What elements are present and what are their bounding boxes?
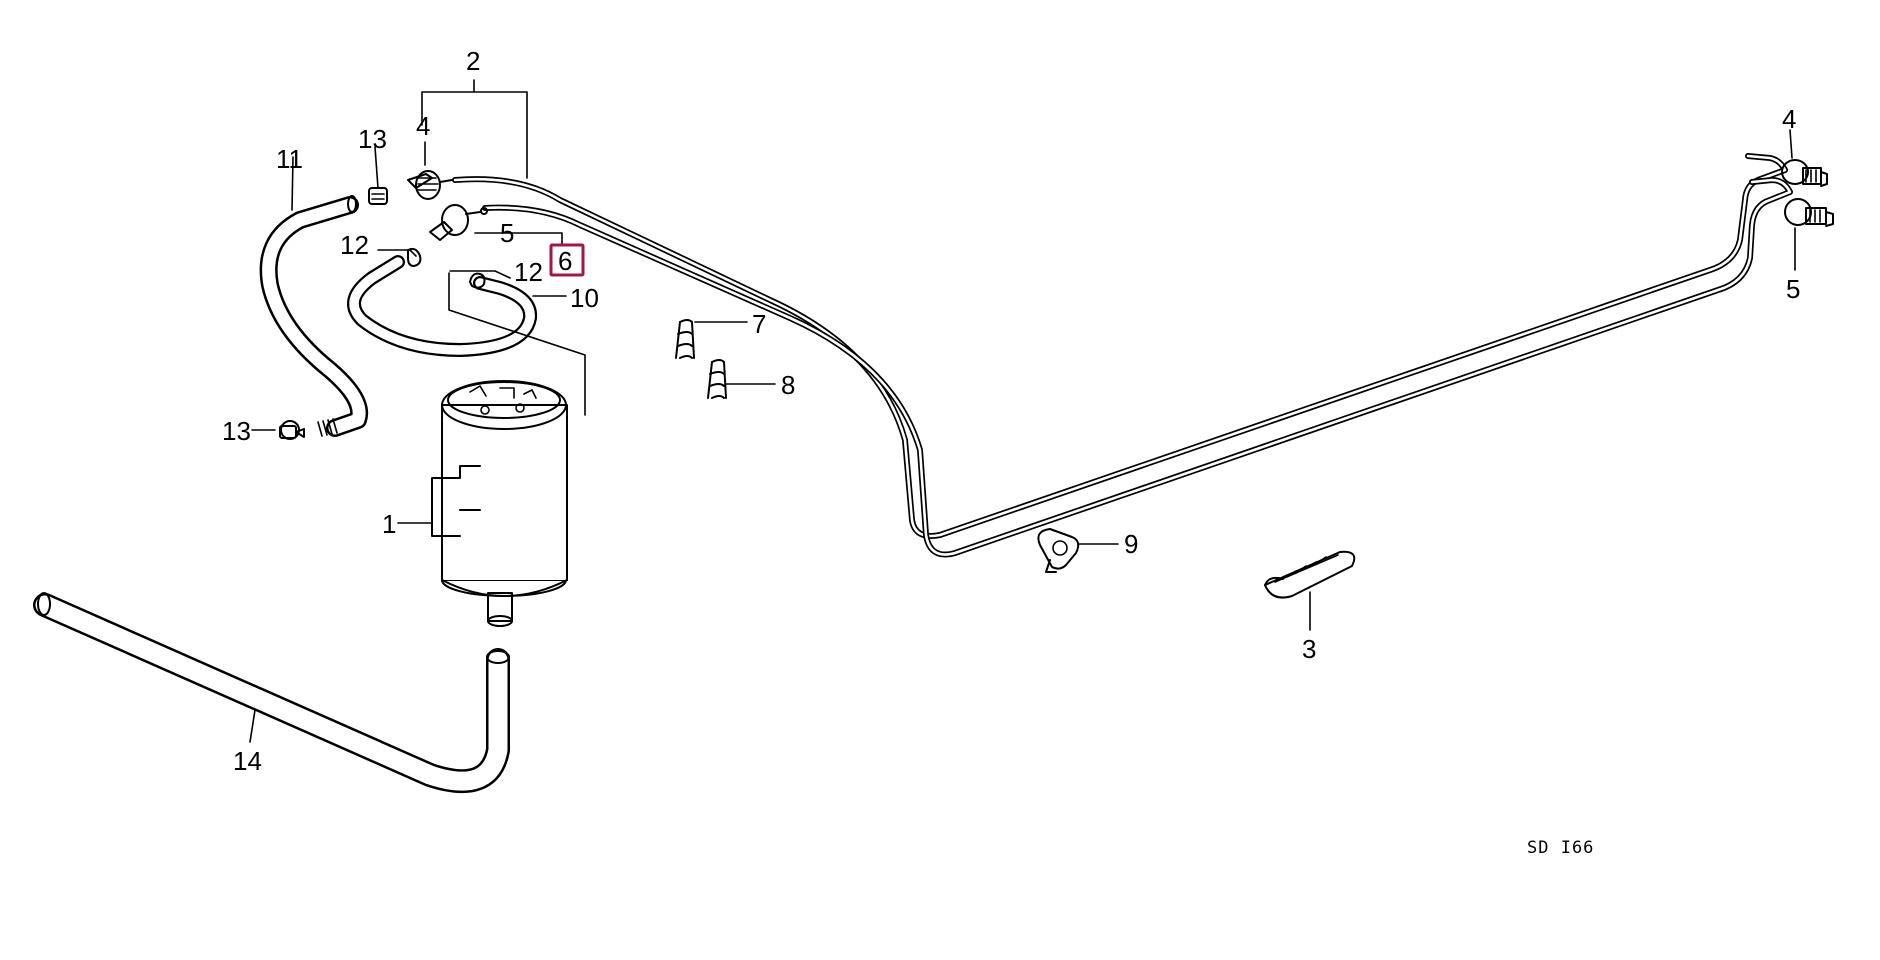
callout-10[interactable]: 10 <box>570 283 599 313</box>
connector-5-left[interactable] <box>429 204 488 241</box>
hose-11[interactable] <box>259 195 369 437</box>
callout-14[interactable]: 14 <box>233 746 262 776</box>
hose-10[interactable] <box>347 255 538 357</box>
callout-12-left[interactable]: 12 <box>340 230 369 260</box>
callout-4-left[interactable]: 4 <box>416 111 430 141</box>
callout-7[interactable]: 7 <box>752 309 766 339</box>
hose-14[interactable] <box>33 592 510 794</box>
callout-1[interactable]: 1 <box>382 509 396 539</box>
callout-5-left[interactable]: 5 <box>500 218 514 248</box>
callout-labels: 2 4 13 11 5 6 12 12 10 13 1 14 7 8 9 3 4… <box>222 46 1800 858</box>
highlight-box-6[interactable] <box>549 243 585 277</box>
clamp-9[interactable] <box>1037 528 1080 573</box>
connector-5-right[interactable] <box>1784 198 1834 227</box>
clip-8[interactable] <box>707 359 727 399</box>
callout-6[interactable]: 6 <box>558 246 572 276</box>
connector-4-right[interactable] <box>1781 159 1828 187</box>
callout-11[interactable]: 11 <box>276 144 303 174</box>
callout-9[interactable]: 9 <box>1124 529 1138 559</box>
callout-5-right[interactable]: 5 <box>1786 274 1800 304</box>
callout-13-bottom[interactable]: 13 <box>222 416 251 446</box>
leader-lines <box>249 79 1796 743</box>
clip-7[interactable] <box>675 319 695 359</box>
clip-12-left[interactable] <box>407 247 422 267</box>
clip-13-top[interactable] <box>368 187 388 205</box>
fuel-line-pair[interactable] <box>452 153 1793 558</box>
connector-4-left[interactable] <box>407 170 453 200</box>
clip-13-bottom[interactable] <box>279 420 305 440</box>
callout-12-right[interactable]: 12 <box>514 257 543 287</box>
callout-4-right[interactable]: 4 <box>1782 104 1796 134</box>
callout-13-top[interactable]: 13 <box>358 124 387 154</box>
callout-3[interactable]: 3 <box>1302 634 1316 664</box>
diagram-code: SD I66 <box>1527 838 1594 858</box>
protector-3[interactable] <box>1264 550 1356 599</box>
callout-8[interactable]: 8 <box>781 370 795 400</box>
charcoal-canister[interactable] <box>431 380 568 627</box>
clip-12-right[interactable] <box>469 272 486 289</box>
callout-2[interactable]: 2 <box>466 46 480 76</box>
